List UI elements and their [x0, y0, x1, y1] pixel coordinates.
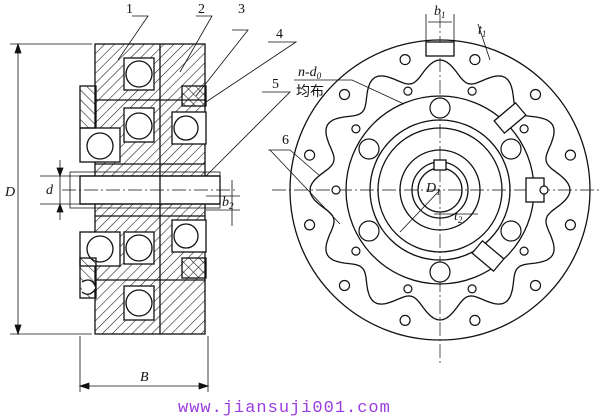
label-part-1: 1 — [126, 2, 133, 17]
front-dimensions — [268, 14, 491, 233]
bearing-ball — [429, 261, 451, 283]
bearing-balls — [358, 97, 522, 283]
bolt-hole — [304, 219, 316, 231]
inner-hole — [519, 246, 529, 256]
watermark-url: www.jiansuji001.com — [178, 399, 391, 418]
section-dimensions — [10, 15, 298, 392]
label-hole-count: n-d0 — [298, 65, 322, 81]
label-dimension-d: d — [46, 183, 54, 198]
label-dimension-D: D — [4, 185, 15, 200]
label-part-5: 5 — [272, 77, 279, 92]
bolt-hole — [529, 279, 542, 292]
bolt-hole — [338, 279, 351, 292]
inner-hole — [403, 284, 413, 294]
bolt-hole — [399, 314, 411, 326]
bolt-hole — [564, 219, 577, 231]
label-part-3: 3 — [238, 2, 245, 17]
bearing-ball — [358, 220, 380, 242]
bolt-hole — [304, 149, 316, 161]
inner-hole — [467, 284, 477, 294]
inner-hole — [519, 124, 529, 134]
label-dimension-t1: t1 — [478, 23, 486, 39]
inner-hole — [403, 86, 413, 96]
label-dimension-b1: b1 — [434, 4, 446, 20]
section-view — [62, 43, 238, 335]
inner-hole — [467, 86, 477, 96]
label-part-2: 2 — [198, 2, 205, 17]
bolt-hole — [338, 88, 351, 101]
label-uniform-distribution: 均布 — [296, 84, 324, 100]
bearing-ball — [500, 220, 522, 242]
bearing-ball — [429, 97, 451, 119]
label-part-6: 6 — [282, 133, 289, 148]
bolt-hole — [564, 149, 577, 161]
bolt-hole — [399, 53, 411, 66]
bolt-holes — [304, 53, 577, 326]
label-dimension-D1: D1 — [425, 181, 441, 197]
inner-hole — [331, 185, 341, 195]
bolt-hole — [469, 314, 481, 326]
inner-hole — [351, 246, 361, 256]
inner-hole — [539, 185, 549, 195]
label-part-4: 4 — [276, 27, 283, 42]
label-dimension-b2: b2 — [222, 195, 234, 211]
bolt-hole — [529, 88, 542, 101]
bearing-ball — [358, 138, 380, 160]
inner-hole — [351, 124, 361, 134]
bearing-ball — [500, 138, 522, 160]
bolt-hole — [469, 53, 481, 66]
label-dimension-B: B — [140, 370, 149, 385]
label-dimension-t2: t2 — [454, 209, 463, 225]
